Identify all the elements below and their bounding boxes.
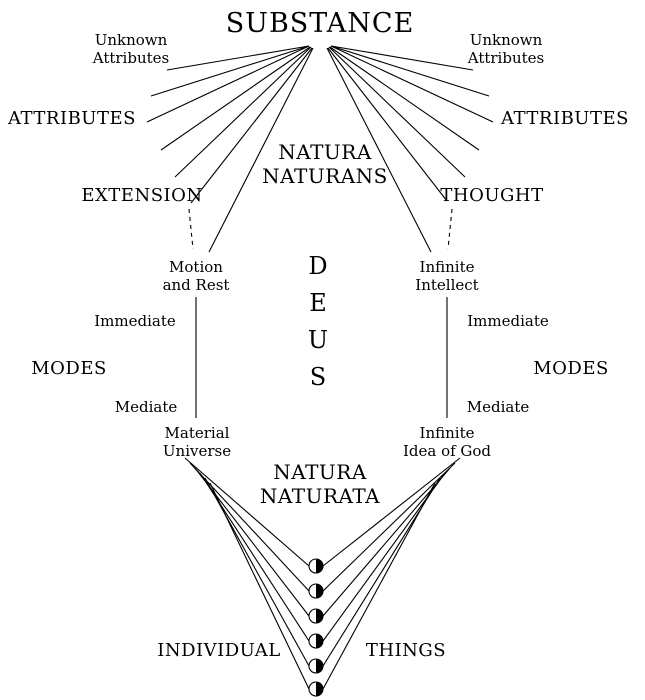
fan-line xyxy=(209,482,310,690)
things-label: THINGS xyxy=(365,640,447,661)
fan-line xyxy=(160,46,311,151)
thought-to-intellect-dashed-connector xyxy=(447,208,453,250)
left-individual-fan xyxy=(184,457,310,690)
right-individual-fan xyxy=(322,457,461,690)
infinite-intellect-label: Infinite Intellect xyxy=(415,258,479,295)
immediate-right-label: Immediate xyxy=(467,312,549,330)
fan-line xyxy=(326,47,432,253)
fan-line xyxy=(329,46,480,151)
modes-left-label: MODES xyxy=(31,358,107,379)
individual-things-column xyxy=(308,558,324,697)
fan-line xyxy=(150,45,310,97)
fan-line xyxy=(189,462,310,592)
mediate-right-label: Mediate xyxy=(466,398,530,416)
fan-line xyxy=(322,457,461,567)
material-universe-label: Material Universe xyxy=(162,424,232,461)
fan-line xyxy=(322,462,456,592)
motion-and-rest-label: Motion and Rest xyxy=(162,258,230,295)
individual-thing-icon xyxy=(308,658,324,674)
fan-line xyxy=(322,467,451,617)
thought-label: THOUGHT xyxy=(440,185,544,206)
individual-label: INDIVIDUAL xyxy=(157,640,281,661)
substance-title: SUBSTANCE xyxy=(225,8,415,39)
extension-to-motion-dashed-connector xyxy=(188,208,194,250)
unknown-attributes-left-label: Unknown Attributes xyxy=(92,31,170,68)
individual-thing-icon xyxy=(308,681,324,697)
fan-line xyxy=(166,45,310,71)
infinite-idea-of-god-label: Infinite Idea of God xyxy=(402,424,492,461)
mediate-left-label: Mediate xyxy=(114,398,178,416)
left-attribute-fan xyxy=(146,45,314,253)
individual-thing-icon xyxy=(308,583,324,599)
natura-naturans-label: NATURA NATURANS xyxy=(262,140,388,189)
fan-line xyxy=(190,47,313,204)
fan-line xyxy=(327,47,448,202)
attributes-left-label: ATTRIBUTES xyxy=(8,108,136,129)
attributes-right-label: ATTRIBUTES xyxy=(501,108,629,129)
fan-line xyxy=(330,45,490,97)
individual-thing-icon xyxy=(308,608,324,624)
modes-right-label: MODES xyxy=(533,358,609,379)
fan-line xyxy=(208,47,314,253)
natura-naturata-label: NATURA NATURATA xyxy=(259,460,381,509)
unknown-attributes-right-label: Unknown Attributes xyxy=(467,31,545,68)
immediate-left-label: Immediate xyxy=(94,312,176,330)
deus-label: D E U S xyxy=(307,252,329,391)
right-attribute-fan xyxy=(326,45,494,253)
fan-line xyxy=(328,46,466,178)
individual-thing-icon xyxy=(308,633,324,649)
fan-line xyxy=(330,45,494,123)
fan-line xyxy=(174,46,312,178)
fan-line xyxy=(184,457,310,567)
fan-line xyxy=(146,45,310,123)
individual-thing-icon xyxy=(308,558,324,574)
fan-line xyxy=(322,482,436,690)
fan-line xyxy=(330,45,474,71)
fan-line xyxy=(194,467,310,617)
extension-label: EXTENSION xyxy=(81,185,203,206)
